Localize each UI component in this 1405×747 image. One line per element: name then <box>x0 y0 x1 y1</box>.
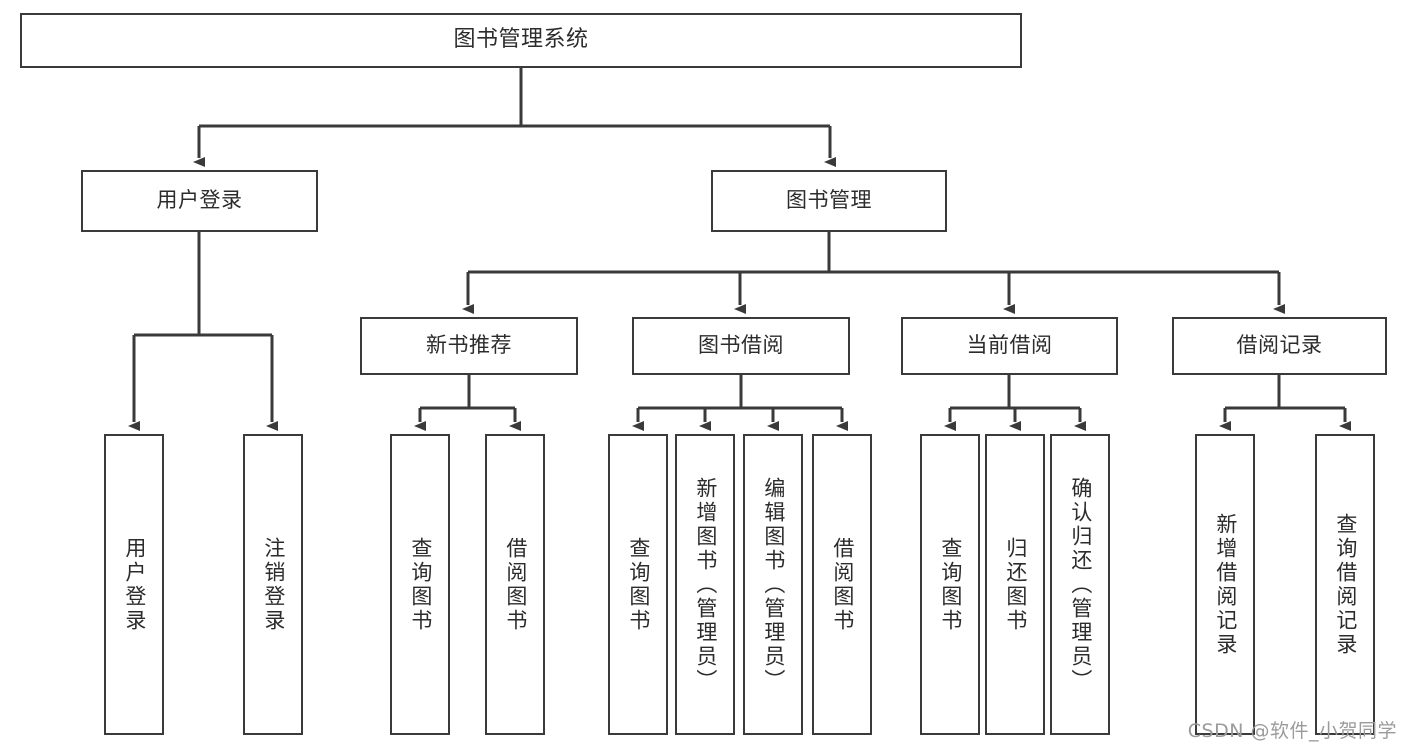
node-leaf-query-book-3[interactable]: 查询图书 <box>920 434 980 735</box>
node-user-login[interactable]: 用户登录 <box>81 170 318 232</box>
node-leaf-query-book-2-label: 查询图书 <box>626 536 651 633</box>
node-leaf-query-book-2[interactable]: 查询图书 <box>608 434 668 735</box>
node-borrow-record-label: 借阅记录 <box>1236 333 1323 358</box>
node-leaf-user-logout-label: 注销登录 <box>261 536 286 633</box>
node-user-login-label: 用户登录 <box>156 188 243 213</box>
node-leaf-user-login-label: 用户登录 <box>122 536 147 633</box>
node-leaf-query-book-3-label: 查询图书 <box>938 536 963 633</box>
node-new-book-rec-label: 新书推荐 <box>426 333 512 358</box>
node-leaf-add-book[interactable]: 新增图书（管理员） <box>675 434 735 735</box>
node-leaf-query-book-1[interactable]: 查询图书 <box>390 434 450 735</box>
node-leaf-return-book[interactable]: 归还图书 <box>985 434 1045 735</box>
node-leaf-user-logout[interactable]: 注销登录 <box>243 434 303 735</box>
node-leaf-borrow-book-2[interactable]: 借阅图书 <box>812 434 872 735</box>
node-book-borrow[interactable]: 图书借阅 <box>632 317 850 375</box>
node-current-borrow[interactable]: 当前借阅 <box>901 317 1118 375</box>
node-leaf-add-book-label: 新增图书（管理员） <box>693 476 718 693</box>
node-leaf-edit-book[interactable]: 编辑图书（管理员） <box>743 434 803 735</box>
node-leaf-add-record-label: 新增借阅记录 <box>1213 512 1238 657</box>
node-root[interactable]: 图书管理系统 <box>20 13 1022 68</box>
node-leaf-borrow-book-2-label: 借阅图书 <box>830 536 855 633</box>
node-leaf-query-record-label: 查询借阅记录 <box>1333 512 1358 657</box>
node-leaf-query-record[interactable]: 查询借阅记录 <box>1315 434 1375 735</box>
node-leaf-confirm-return-label: 确认归还（管理员） <box>1068 476 1093 693</box>
node-book-manage[interactable]: 图书管理 <box>711 170 947 232</box>
node-book-borrow-label: 图书借阅 <box>698 333 784 358</box>
node-borrow-record[interactable]: 借阅记录 <box>1172 317 1387 375</box>
node-root-label: 图书管理系统 <box>453 27 589 53</box>
node-leaf-user-login[interactable]: 用户登录 <box>104 434 164 735</box>
node-leaf-borrow-book-1[interactable]: 借阅图书 <box>485 434 545 735</box>
node-leaf-query-book-1-label: 查询图书 <box>408 536 433 633</box>
node-leaf-confirm-return[interactable]: 确认归还（管理员） <box>1050 434 1110 735</box>
node-leaf-add-record[interactable]: 新增借阅记录 <box>1195 434 1255 735</box>
node-leaf-edit-book-label: 编辑图书（管理员） <box>761 476 786 693</box>
node-leaf-return-book-label: 归还图书 <box>1003 536 1028 633</box>
node-current-borrow-label: 当前借阅 <box>966 333 1053 358</box>
node-new-book-rec[interactable]: 新书推荐 <box>360 317 578 375</box>
node-book-manage-label: 图书管理 <box>786 188 872 213</box>
watermark: CSDN @软件_小贺同学 <box>1187 720 1397 742</box>
node-leaf-borrow-book-1-label: 借阅图书 <box>503 536 528 633</box>
